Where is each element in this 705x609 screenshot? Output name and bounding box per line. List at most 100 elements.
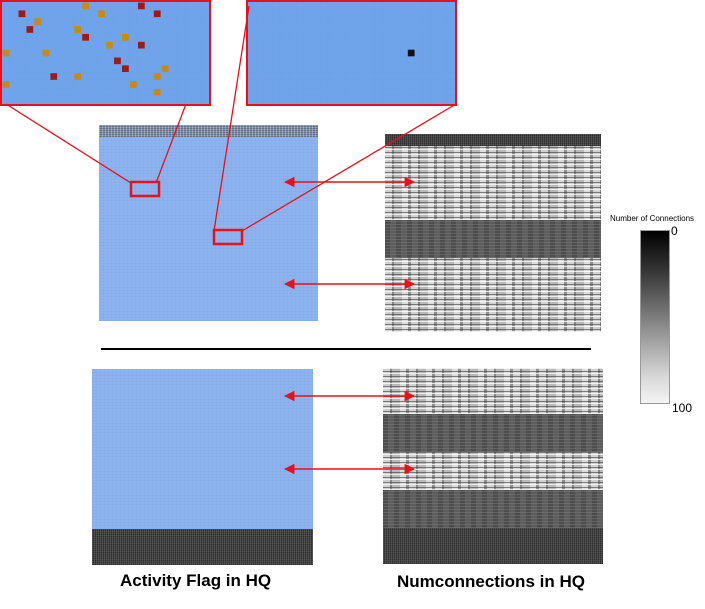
zoom-right-cell (375, 18, 383, 25)
zoom-left-cell (34, 2, 42, 10)
zoom-left-cell (201, 96, 209, 104)
zoom-right-cell (439, 49, 447, 57)
zoom-right-cell (383, 57, 391, 65)
zoom-left-cell (90, 10, 97, 18)
zoom-left-cell (201, 88, 209, 96)
zoom-left-cell (26, 10, 34, 18)
zoom-right-cell (320, 81, 328, 88)
zoom-right-cell (288, 96, 296, 104)
zoom-right-cell (264, 65, 272, 73)
zoom-right-cell (336, 41, 343, 49)
zoom-left-cell (201, 10, 209, 18)
zoom-left-cell (106, 88, 113, 96)
zoom-right-cell (375, 49, 383, 57)
zoom-left-cell (161, 18, 169, 25)
zoom-left-cell (161, 49, 169, 57)
zoom-right-cell (360, 96, 367, 104)
zoom-left-active-cell (153, 73, 161, 80)
zoom-left-cell (74, 65, 82, 73)
zoom-right-cell (264, 96, 272, 104)
zoom-left-cell (169, 96, 177, 104)
zoom-left-cell (137, 81, 145, 88)
zoom-left-cell (82, 96, 89, 104)
legend-colorbar (640, 230, 670, 404)
zoom-right-cell (328, 57, 335, 65)
zoom-left-active-cell (153, 88, 161, 96)
zoom-left-cell (193, 88, 201, 96)
zoom-left-cell (26, 65, 34, 73)
zoom-right-cell (328, 26, 335, 33)
zoom-right-cell (344, 33, 351, 41)
zoom-left-cell (145, 26, 153, 33)
zoom-left-cell (90, 2, 97, 10)
zoom-right-cell (431, 18, 439, 25)
zoom-right-cell (368, 41, 375, 49)
zoom-left-cell (82, 88, 89, 96)
zoom-left-active-cell (74, 73, 82, 80)
zoom-right-cell (256, 57, 264, 65)
zoom-right-cell (407, 96, 415, 104)
zoom-right-cell (447, 2, 455, 10)
zoom-left-cell (185, 41, 193, 49)
zoom-right-cell (391, 88, 399, 96)
zoom-right-cell (407, 65, 415, 73)
zoom-left-cell (129, 57, 137, 65)
zoom-left-cell (74, 49, 82, 57)
zoom-left-cell (177, 73, 185, 80)
zoom-right-cell (447, 88, 455, 96)
zoom-right-cell (375, 2, 383, 10)
zoom-right-cell (423, 96, 431, 104)
zoom-left-cell (161, 88, 169, 96)
zoom-right-cell (336, 10, 343, 18)
zoom-right-cell (407, 2, 415, 10)
zoom-right-cell (399, 41, 407, 49)
zoom-right-cell (304, 2, 312, 10)
zoom-right-cell (368, 26, 375, 33)
zoom-left-cell (26, 96, 34, 104)
zoom-right-cell (352, 81, 359, 88)
zoom-right-cell (399, 18, 407, 25)
zoom-left-cell (66, 65, 74, 73)
zoom-right-cell (328, 49, 335, 57)
zoom-right-cell (383, 33, 391, 41)
zoom-right-cell (312, 49, 320, 57)
zoom-right-cell (272, 18, 280, 25)
zoom-right-cell (407, 73, 415, 80)
zoom-right-cell (439, 26, 447, 33)
zoom-left-cell (129, 65, 137, 73)
zoom-right-cell (248, 33, 256, 41)
zoom-right-cell (391, 18, 399, 25)
zoom-right-cell (288, 18, 296, 25)
zoom-right-cell (288, 41, 296, 49)
zoom-left-cell (10, 41, 18, 49)
zoom-right-cell (415, 10, 423, 18)
activity-top-noise-strip (99, 125, 318, 137)
zoom-left-cell (145, 10, 153, 18)
zoom-right-cell (375, 96, 383, 104)
zoom-right-cell (383, 49, 391, 57)
connections-bottom-band-light-2 (383, 452, 603, 490)
zoom-right-cell (248, 73, 256, 80)
zoom-left-cell (10, 65, 18, 73)
zoom-right-cell (336, 2, 343, 10)
zoom-right-cell (407, 57, 415, 65)
zoom-right-cell (288, 33, 296, 41)
zoom-left-active-cell (42, 49, 50, 57)
zoom-right-cell (320, 10, 328, 18)
zoom-right-cell (256, 2, 264, 10)
zoom-right-cell (399, 57, 407, 65)
zoom-left-cell (26, 18, 34, 25)
zoom-right-cell (399, 96, 407, 104)
zoom-right-cell (256, 73, 264, 80)
zoom-right-cell (288, 88, 296, 96)
zoom-right-cell (248, 2, 256, 10)
zoom-right-cell (264, 26, 272, 33)
zoom-left-cell (58, 57, 66, 65)
zoom-left-cell (122, 41, 129, 49)
zoom-left-cell (90, 96, 97, 104)
zoom-left-cell (177, 33, 185, 41)
zoom-left-cell (98, 41, 105, 49)
zoom-right-cell (368, 73, 375, 80)
zoom-right-cell (304, 57, 312, 65)
zoom-right-cell (431, 57, 439, 65)
